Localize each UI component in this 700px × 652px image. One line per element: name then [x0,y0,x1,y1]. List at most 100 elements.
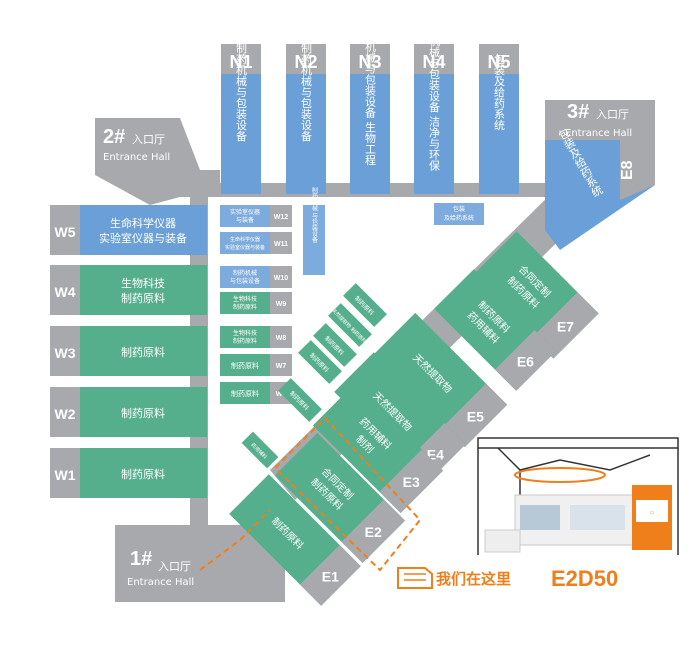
hall-n7-label-1: 包装 [453,205,465,213]
north-halls: N1 制药机械与包装设备 N2 制药机械与包装设备 N3 制药机械与包装设备 生… [221,13,519,194]
hall-w3-id: W3 [55,345,76,361]
hall-n5-id: N5 [487,52,510,72]
entrance-2-en: Entrance Hall [103,152,170,163]
hall-n7-label-2: 及给药系统 [444,214,474,222]
hall-w1[interactable]: W1 制药原料 [50,448,207,498]
west-halls: W5 生命科学仪器 实验室仪器与装备 W4 生物科技 制药原料 W3 制药原料 … [50,205,207,498]
hall-w10[interactable]: 制药机械 与包装设备 W10 [220,266,292,288]
hall-w9-label-1: 生物科技 [233,295,257,303]
hall-w6-id: W6 [276,391,287,398]
hall-w4-id: W4 [55,284,76,300]
entrance-3-en: Entrance Hall [565,128,632,139]
hall-n5-label: 包装及给药系统 [493,53,506,130]
hall-w7-id: W7 [276,363,287,370]
hall-e4-id: E4 [427,446,444,462]
hall-w8-label-1: 生物科技 [233,329,257,337]
hall-w12-label-1: 实验室仪器 [230,208,260,216]
hall-w3-label-1: 制药原料 [121,345,165,359]
hall-e1[interactable]: E1 制药原料 [229,474,361,606]
hall-n3-id: N3 [358,52,381,72]
hall-n2-label: 制药机械与包装设备 [300,42,313,142]
hall-n1-id: N1 [229,52,252,72]
hall-w4[interactable]: W4 生物科技 制药原料 [50,265,207,315]
entrance-3-number: 3# [567,101,589,123]
booth-code: E2D50 [551,566,618,591]
hall-e2-id: E2 [365,524,382,540]
hall-w9[interactable]: 生物科技 制药原料 W9 [220,292,292,314]
hall-n4-id: N4 [422,52,445,72]
booth-highlight [199,416,422,572]
hall-e6[interactable]: E6 制药原料 药用辅料 [434,269,556,391]
hall-w3[interactable]: W3 制药原料 [50,326,207,376]
hall-e8-id: E8 [619,160,636,180]
hall-n4[interactable]: N4 制药机械与包装设备 洁净与环保 [414,13,454,194]
hall-w2[interactable]: W2 制药原料 [50,387,207,437]
hall-n6-label: 制药机械 与包装设备 [311,186,318,244]
entrance-2: 2# 入口厅 Entrance Hall [103,126,170,163]
hall-e3-id: E3 [403,474,420,490]
hall-e8[interactable]: E8 包装及给药系统 [545,126,655,250]
hall-w4-label-2: 制药原料 [121,291,165,305]
hall-w8-label-2: 制药原料 [233,337,257,345]
hall-w9-label-2: 制药原料 [233,303,257,311]
entrance-2-cn: 入口厅 [132,133,165,146]
hall-n7-small[interactable]: 包装 及给药系统 [434,203,484,225]
pointing-hand-icon [397,567,433,589]
hall-w7-label-1: 制药原料 [231,361,259,370]
entrance-1-number: 1# [130,548,152,570]
hall-w5-label-2: 实验室仪器与装备 [99,231,187,245]
hall-w5-label-1: 生命科学仪器 [110,216,176,230]
hall-w5[interactable]: W5 生命科学仪器 实验室仪器与装备 [50,205,207,255]
booth-truss [477,437,679,555]
booth-callout: 我们在这里 E2D50 [397,566,618,591]
hall-w11-label-1: 生命科学仪器 [230,236,260,243]
hall-w5-id: W5 [55,224,76,240]
hall-e8-small[interactable]: 药用辅料 [241,431,279,469]
hall-n2[interactable]: N2 制药机械与包装设备 [286,42,326,194]
small-east-halls: 制药原料 天然提取物 制药原料 制药原料 制药原料 制药原料 药用辅料 [241,283,387,469]
hall-w10-id: W10 [274,275,289,282]
hall-w2-id: W2 [55,406,76,422]
hall-e7[interactable]: E7 合同定制 制药原料 [471,231,599,359]
hall-w11[interactable]: 生命科学仪器 实验室仪器与装备 W11 [220,232,292,254]
hall-w10-label-2: 与包装设备 [230,277,260,285]
hall-n1[interactable]: N1 制药机械与包装设备 [221,42,261,194]
hall-w1-id: W1 [55,467,76,483]
entrance-1: 1# 入口厅 Entrance Hall [127,548,194,588]
hall-w4-label-1: 生物科技 [121,276,165,290]
hall-n5[interactable]: N5 包装及给药系统 [479,44,519,194]
hall-e1-id: E1 [322,568,339,584]
hall-n1-label: 制药机械与包装设备 [235,42,248,142]
booth-callout-text: 我们在这里 [436,570,511,588]
hall-n6-small[interactable]: 制药机械 与包装设备 [303,186,325,275]
hall-w8[interactable]: 生物科技 制药原料 W8 [220,326,292,348]
hall-e6-id: E6 [517,353,534,369]
hall-w7[interactable]: 制药原料 W7 [220,354,292,376]
entrance-3: 3# 入口厅 Entrance Hall [565,101,632,139]
svg-text:2#: 2# [103,126,125,148]
hall-w9-id: W9 [276,301,287,308]
hall-w1-label-1: 制药原料 [121,467,165,481]
booth-image: ▭ [477,437,679,555]
small-west-halls: 实验室仪器 与装备 W12 生命科学仪器 实验室仪器与装备 W11 制药机械 与… [220,205,292,404]
hall-w8-id: W8 [276,335,287,342]
hall-w11-label-2: 实验室仪器与装备 [225,244,265,251]
hall-e5[interactable]: E5 天然提取物 [372,312,508,448]
booth-sign: ▭ [650,510,655,516]
hall-n3-label: 制药机械与包装设备 生物工程 [364,18,377,165]
hall-e5-id: E5 [467,408,484,424]
hall-w12-label-2: 与装备 [236,216,254,224]
hall-n4-label: 制药机械与包装设备 洁净与环保 [428,13,441,171]
hall-n3[interactable]: N3 制药机械与包装设备 生物工程 [350,18,390,194]
entrance-1-en: Entrance Hall [127,577,194,588]
hall-e3[interactable]: E3 药用辅料 制剂 [312,382,444,514]
hall-w12[interactable]: 实验室仪器 与装备 W12 [220,205,292,227]
hall-e7-id: E7 [557,318,574,334]
hall-w2-label-1: 制药原料 [121,406,165,420]
hall-w6-label-1: 制药原料 [231,389,259,398]
hall-w10-label-1: 制药机械 [233,269,257,277]
hall-w11-id: W11 [274,241,288,248]
entrance-3-cn: 入口厅 [596,108,629,121]
entrance-1-cn: 入口厅 [158,560,191,573]
